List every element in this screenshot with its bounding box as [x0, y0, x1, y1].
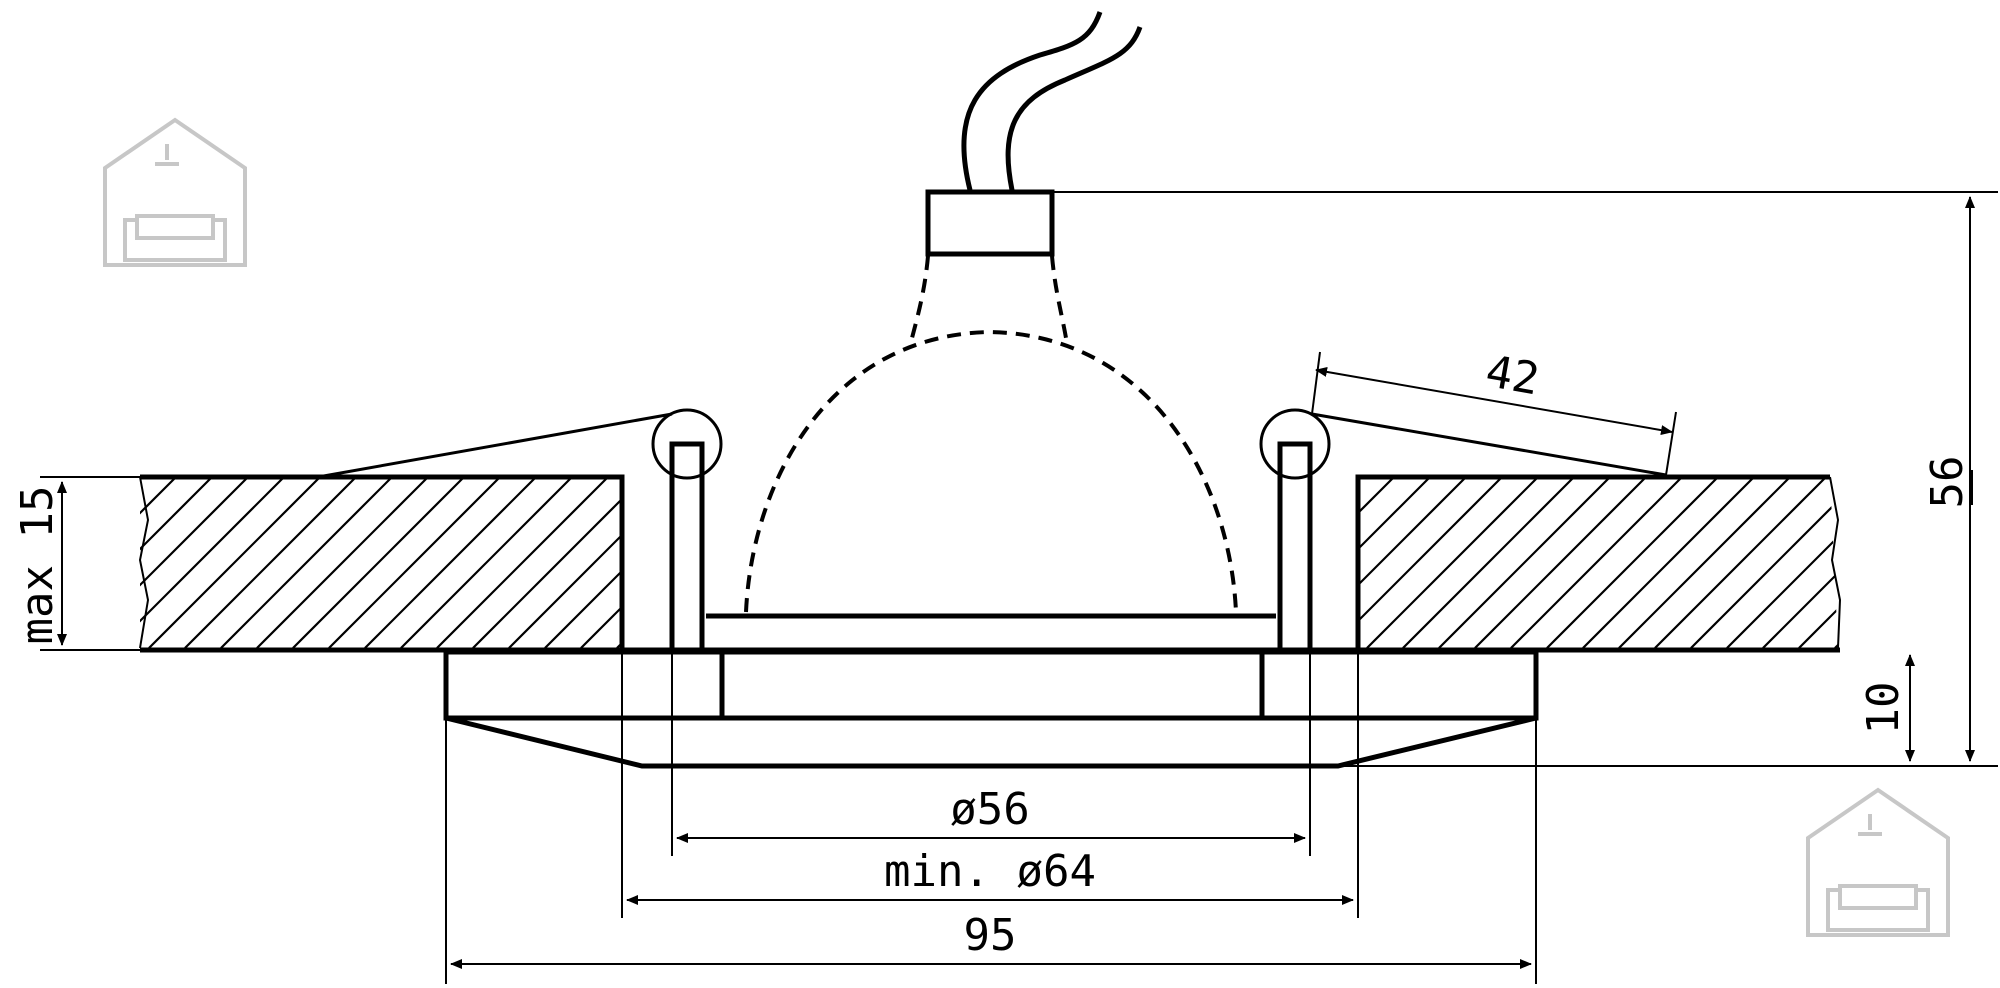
hatch-line [1834, 476, 1838, 648]
house-sofa-icon [103, 117, 247, 267]
hatch-line [653, 477, 824, 648]
dim-label-cable-length: 42 [1482, 346, 1543, 405]
spring-clip-left [317, 408, 723, 653]
hatch-line [1726, 476, 1838, 648]
dimension-flange-height: 10 [1858, 654, 1915, 762]
terminal-block [925, 189, 1055, 257]
hatch-line [436, 476, 609, 648]
dimension-cable-length: 42 [1311, 346, 1677, 476]
hatch-line [140, 476, 285, 648]
spring-clip-right [1259, 408, 1667, 653]
hatch-line [580, 476, 622, 648]
dim-label-inner-diameter: ø56 [950, 784, 1029, 835]
dim-label-cut-depth: max 15 [12, 486, 63, 645]
hatch-line [1979, 477, 2000, 648]
dimension-total-height: 56 [1052, 191, 1998, 767]
dim-label-cutout-diameter: min. ø64 [884, 846, 1096, 897]
hatch-line [544, 476, 622, 648]
hatch-line [1762, 476, 1838, 648]
dim-label-outer-diameter: 95 [964, 910, 1017, 961]
hatch-line [292, 476, 465, 648]
hatch-line [184, 476, 357, 648]
hatch-line [1358, 476, 1431, 648]
hatch-line [148, 476, 321, 648]
ceiling-slab-left [138, 474, 932, 649]
hatch-line [1358, 476, 1467, 648]
hatch-line [1358, 476, 1395, 648]
hatch-line [1582, 476, 1755, 648]
hatch-line [1438, 476, 1611, 648]
hatch-line [1618, 476, 1791, 648]
hatch-line [472, 476, 622, 648]
dim-label-flange-height: 10 [1858, 682, 1909, 735]
dimension-cutout-diameter: min. ø64 [621, 650, 1359, 918]
hatch-line [328, 476, 501, 648]
hatch-line [761, 477, 932, 648]
hatch-line [1366, 476, 1539, 648]
hatch-line [1546, 476, 1719, 648]
dimension-outer-diameter: 95 [445, 718, 1537, 984]
hatch-line [400, 476, 573, 648]
hatch-line [508, 476, 622, 648]
hatch-line [140, 476, 177, 648]
hatch-line [1690, 476, 1838, 648]
hatch-line [1474, 476, 1647, 648]
hatch-line [1654, 476, 1827, 648]
lamp-bulb-dashed [744, 255, 1238, 613]
hatch-line [1510, 476, 1683, 648]
house-sofa-icon [1806, 787, 1950, 937]
fixture-body [443, 613, 1539, 769]
hatch-line [220, 476, 393, 648]
hatch-line [256, 476, 429, 648]
hatch-line [140, 476, 249, 648]
hatch-line [140, 476, 213, 648]
hatch-line [1798, 476, 1838, 648]
hatch-line [689, 477, 860, 648]
hatch-line [364, 476, 537, 648]
cable [961, 11, 1143, 191]
dim-label-total-height: 56 [1922, 456, 1973, 509]
hatch-line [1402, 476, 1575, 648]
hatch-line [1358, 476, 1359, 648]
dimension-inner-diameter: ø56 [671, 650, 1311, 856]
dimension-cut-depth: max 15 [12, 476, 160, 651]
